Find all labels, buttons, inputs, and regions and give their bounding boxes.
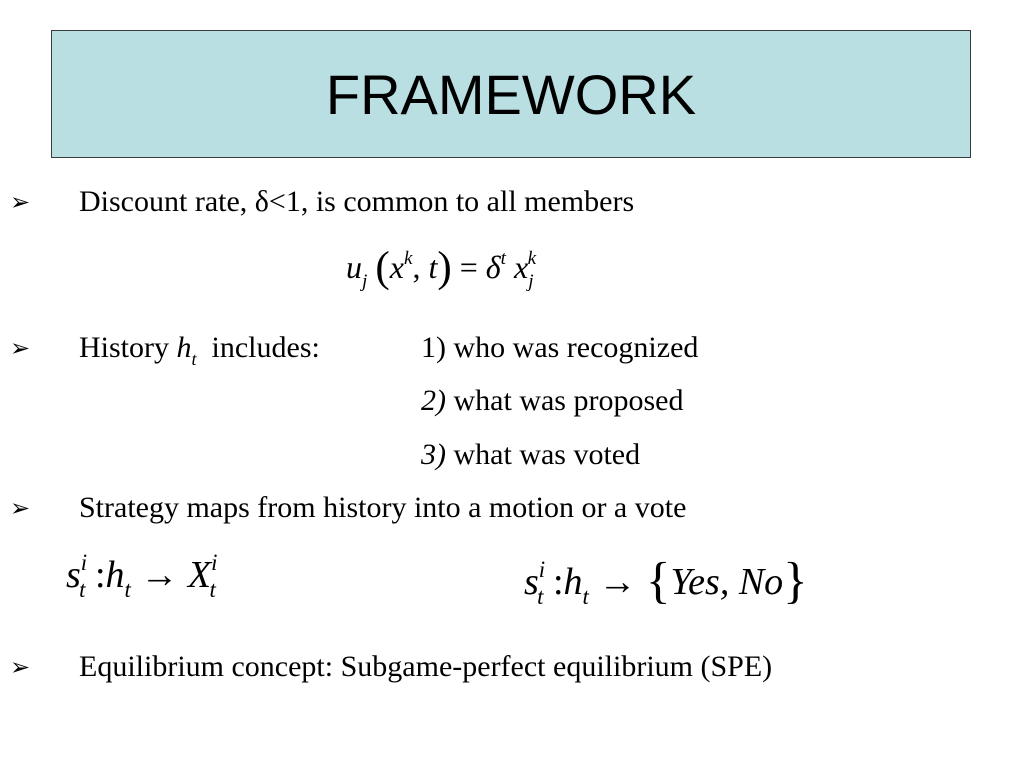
bullet-strategy-text: Strategy maps from history into a motion… [79,491,687,524]
history-item-2: 2) what was proposed [421,384,684,417]
bullet-arrow-icon: ➢ [10,334,31,362]
history-item-1: 1) who was recognized [421,331,699,364]
bullet-history-text: History ht includes: [79,331,320,370]
bullet-equilibrium-text: Equilibrium concept: Subgame-perfect equ… [79,650,773,683]
bullet-arrow-icon: ➢ [10,494,31,522]
bullet-discount-text: Discount rate, δ<1, is common to all mem… [79,185,635,218]
page-title: FRAMEWORK [325,62,697,126]
history-item-3: 3) what was voted [421,438,641,471]
bullet-arrow-icon: ➢ [10,653,31,681]
strategy-vote-formula: sit :ht → {Yes, No} [524,552,808,610]
utility-formula: uj (xk, t) = δt xjk [346,243,537,292]
strategy-motion-formula: sit :ht → Xit [66,549,218,603]
bullet-arrow-icon: ➢ [10,188,31,216]
title-box: FRAMEWORK [51,30,971,158]
